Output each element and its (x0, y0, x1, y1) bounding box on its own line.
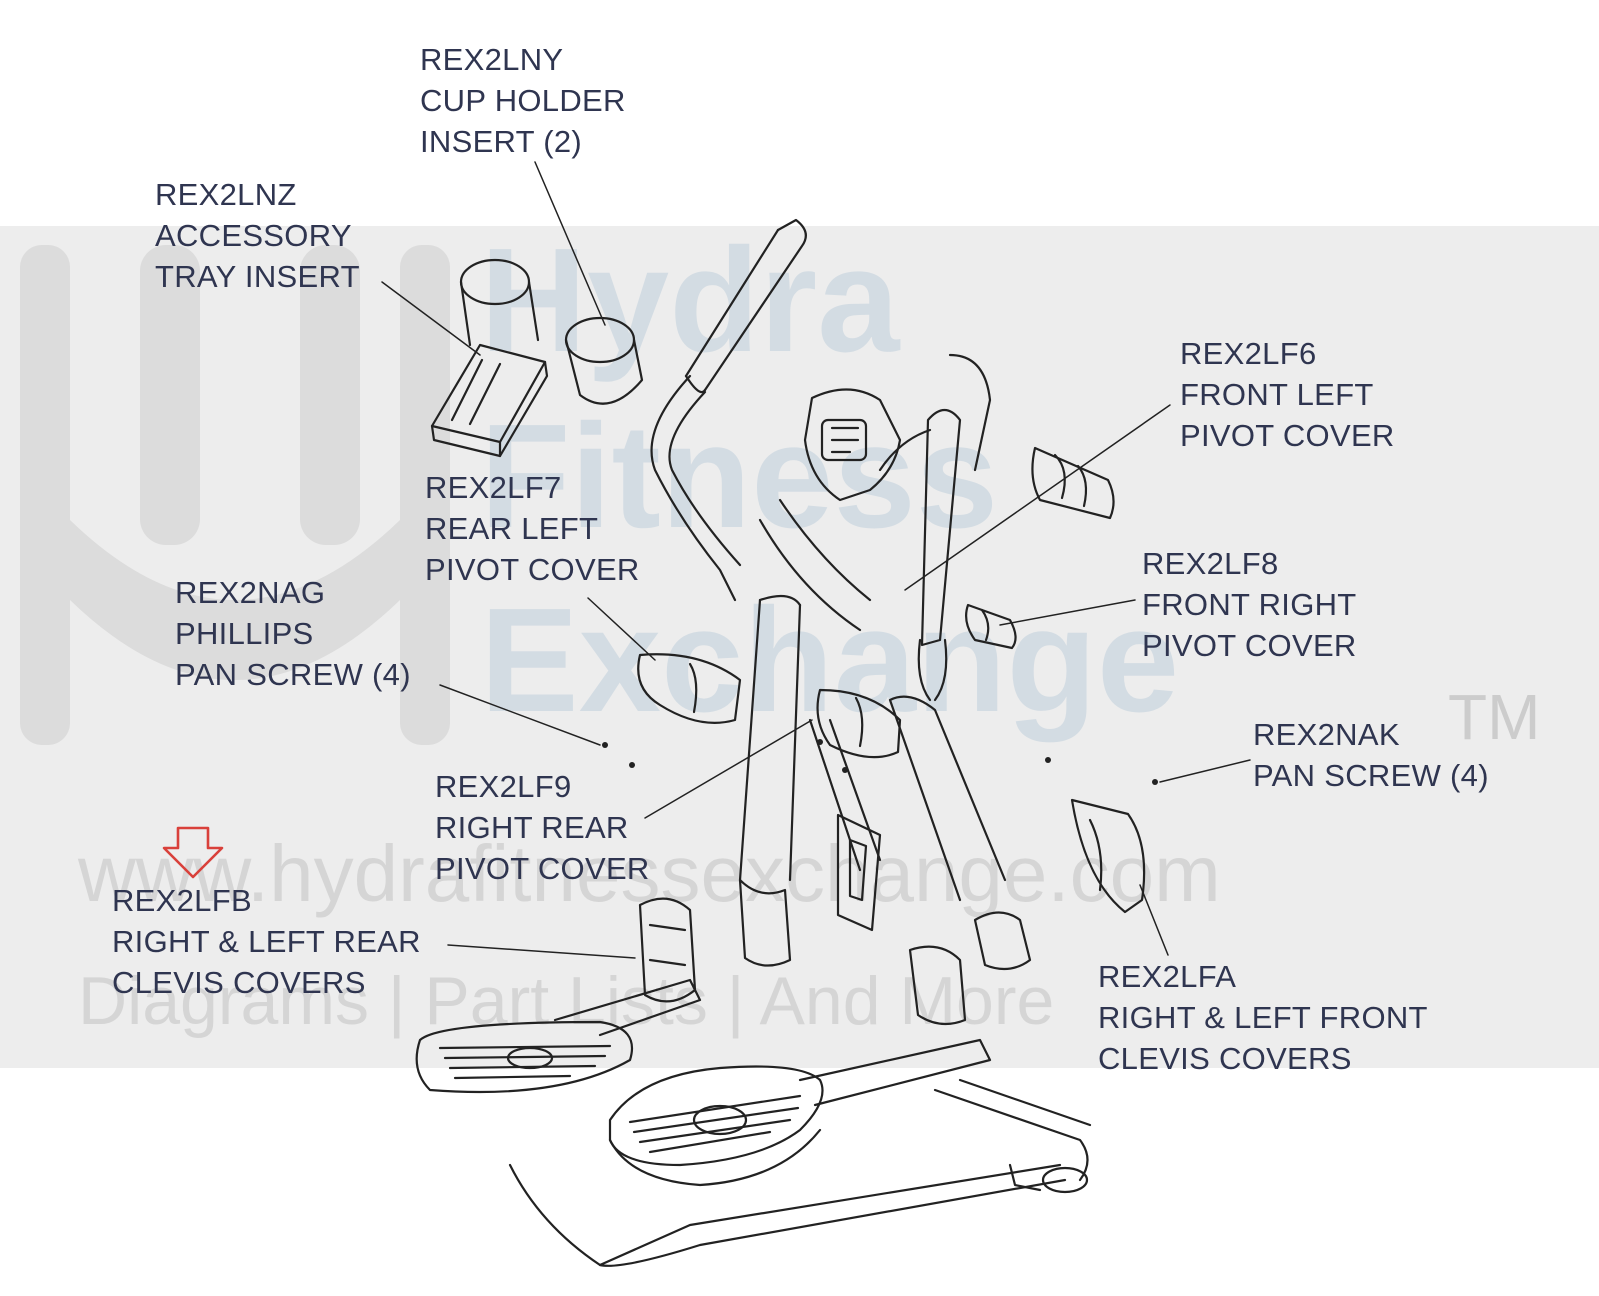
front-right-pivot-cover (965, 603, 1017, 650)
part-name: CLEVIS COVERS (1098, 1041, 1352, 1076)
callout-rex2lfb: REX2LFB RIGHT & LEFT REAR CLEVIS COVERS (112, 880, 421, 1003)
part-number: REX2LFB (112, 883, 252, 918)
part-name: PIVOT COVER (425, 552, 640, 587)
callout-rex2lny: REX2LNY CUP HOLDER INSERT (2) (420, 39, 626, 162)
callout-rex2lnz: REX2LNZ ACCESSORY TRAY INSERT (155, 174, 360, 297)
cup-holder-inserts (459, 258, 644, 405)
part-name: PHILLIPS (175, 616, 314, 651)
part-name: PAN SCREW (4) (175, 657, 411, 692)
part-name: RIGHT & LEFT REAR (112, 924, 421, 959)
watermark-url: www.hydrafitnessexchange.com (78, 829, 1221, 918)
part-name: ACCESSORY (155, 218, 352, 253)
part-name: RIGHT & LEFT FRONT (1098, 1000, 1428, 1035)
part-number: REX2LNY (420, 42, 564, 77)
callout-rex2lf9: REX2LF9 RIGHT REAR PIVOT COVER (435, 766, 650, 889)
callout-rex2nak: REX2NAK PAN SCREW (4) (1253, 714, 1489, 796)
clevis-joints (738, 878, 1032, 1026)
leader-lines (381, 161, 1251, 959)
part-number: REX2LF8 (1142, 546, 1279, 581)
callout-rex2nag: REX2NAG PHILLIPS PAN SCREW (4) (175, 572, 411, 695)
part-number: REX2LF6 (1180, 336, 1317, 371)
part-number: REX2LFA (1098, 959, 1237, 994)
front-left-pivot-cover (1031, 446, 1115, 520)
part-name: PIVOT COVER (1142, 628, 1357, 663)
part-name: CUP HOLDER (420, 83, 626, 118)
part-name: FRONT LEFT (1180, 377, 1374, 412)
part-name: TRAY INSERT (155, 259, 360, 294)
part-name: PIVOT COVER (1180, 418, 1395, 453)
frame-uprights (738, 594, 1007, 902)
callout-rex2lfa: REX2LFA RIGHT & LEFT FRONT CLEVIS COVERS (1098, 956, 1428, 1079)
part-name: REAR LEFT (425, 511, 599, 546)
base-rail (508, 1078, 1092, 1267)
front-clevis-cover (1070, 798, 1146, 914)
part-number: REX2NAK (1253, 717, 1400, 752)
part-name: PIVOT COVER (435, 851, 650, 886)
part-name: FRONT RIGHT (1142, 587, 1357, 622)
watermark-brand-line3: Exchange (480, 578, 1180, 743)
left-pedal (415, 978, 702, 1094)
part-number: REX2NAG (175, 575, 326, 610)
part-number: REX2LF7 (425, 470, 562, 505)
part-name: INSERT (2) (420, 124, 583, 159)
part-number: REX2LNZ (155, 177, 297, 212)
part-name: PAN SCREW (4) (1253, 758, 1489, 793)
highlight-down-arrow (162, 826, 224, 879)
watermark-tm: TM (1448, 681, 1541, 753)
screws (602, 739, 1158, 785)
callout-rex2lf6: REX2LF6 FRONT LEFT PIVOT COVER (1180, 333, 1395, 456)
watermark-brand-line1: Hydra (480, 218, 900, 383)
left-handlebar (650, 218, 807, 602)
watermark-logo-mark (20, 245, 450, 745)
watermark-brand-line2: Fitness (480, 394, 999, 559)
rear-pivot-covers (637, 653, 902, 759)
part-name: CLEVIS COVERS (112, 965, 366, 1000)
upright-shield (836, 813, 882, 932)
right-pedal (608, 1038, 992, 1187)
accessory-tray-insert (430, 343, 549, 458)
callout-rex2lf8: REX2LF8 FRONT RIGHT PIVOT COVER (1142, 543, 1357, 666)
right-handlebar (917, 353, 992, 702)
part-number: REX2LF9 (435, 769, 572, 804)
console-assembly (758, 388, 932, 632)
callout-rex2lf7: REX2LF7 REAR LEFT PIVOT COVER (425, 467, 640, 590)
watermark-tagline: Diagrams | Part Lists | And More (78, 963, 1055, 1039)
part-name: RIGHT REAR (435, 810, 629, 845)
